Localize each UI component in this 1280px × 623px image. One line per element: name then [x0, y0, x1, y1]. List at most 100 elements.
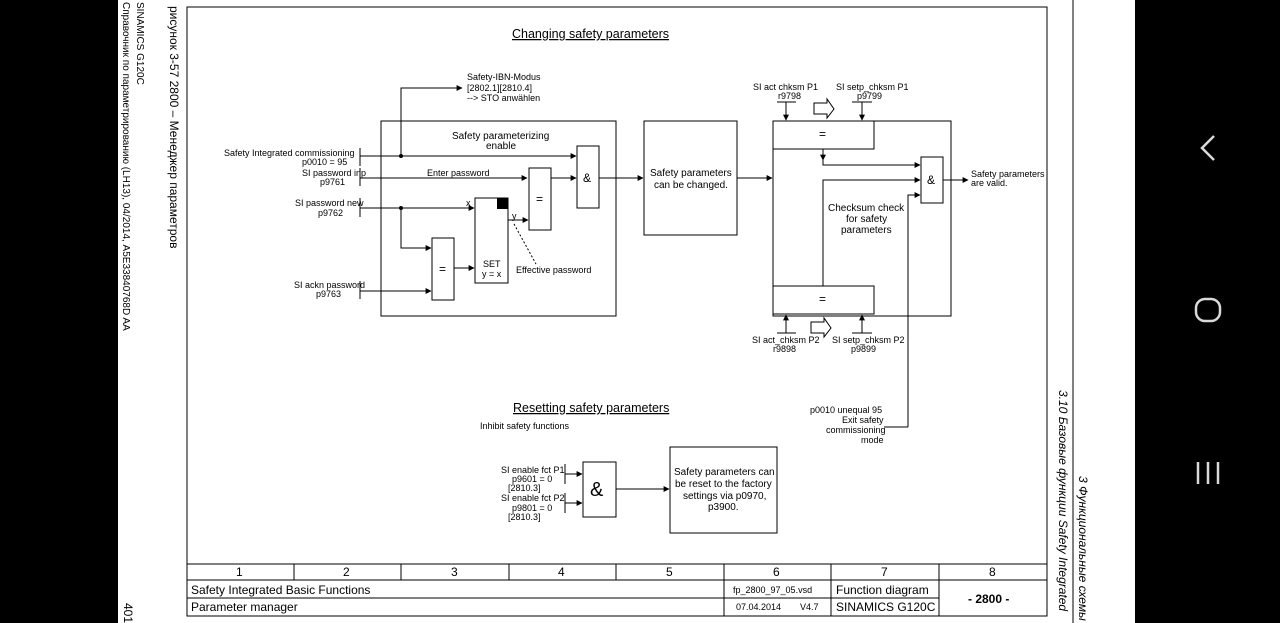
reset-line2: be reset to the factory — [675, 479, 772, 490]
exit-line1: p0010 unequal 95 — [810, 405, 882, 415]
eq-password: = — [536, 192, 543, 206]
parameterizing-enable-block — [380, 120, 617, 317]
checksum-line1: Checksum check — [828, 203, 905, 214]
ibn-line3: --> STO anwählen — [467, 93, 540, 103]
enable-line2: enable — [486, 141, 516, 152]
footer-col-2: 2 — [343, 565, 350, 579]
footer-file: fp_2800_97_05.vsd — [733, 585, 812, 595]
function-diagram: рисунок 3-57 2800 – Менеджер параметров … — [120, 0, 1090, 623]
footer-product: SINAMICS G120C — [836, 600, 936, 614]
enter-password: Enter password — [427, 168, 490, 178]
set-line2: y = x — [482, 269, 502, 279]
exit-line3: commissioning — [826, 425, 886, 435]
pwd-inp-line1: SI password inp — [302, 168, 366, 178]
ibn-line2: [2802.1][2810.4] — [467, 83, 532, 93]
footer-diagram-no: - 2800 - — [968, 592, 1009, 606]
exit-line2: Exit safety — [842, 415, 884, 425]
act-p2-line2: r9898 — [773, 344, 796, 354]
eq-p2: = — [819, 292, 826, 306]
chevron-left-icon — [1199, 135, 1215, 161]
fct-p2-line1: SI enable fct P2 — [501, 493, 565, 503]
manual-reference: Справочник по параметрированию (LH13), 0… — [120, 2, 131, 331]
valid-line2: are valid. — [971, 178, 1008, 188]
footer-fd-label: Function diagram — [836, 583, 929, 597]
act-p2-line1: SI act_chksm P2 — [752, 335, 820, 345]
footer: 1 2 3 4 5 6 7 8 Safety Integrated Basic … — [187, 563, 1047, 616]
act-p1-line2: r9798 — [778, 91, 801, 101]
product-margin: SINAMICS G120C — [134, 2, 145, 85]
footer-row2-left: Parameter manager — [191, 600, 298, 614]
footer-col-4: 4 — [558, 565, 565, 579]
title-changing: Changing safety parameters — [512, 27, 669, 41]
setp-p2-line2: p9899 — [851, 344, 876, 354]
pwd-new-line2: p9762 — [318, 208, 343, 218]
recent-apps-icon — [1196, 462, 1219, 484]
diagram-frame — [186, 6, 1048, 617]
reset-factory-block — [669, 446, 778, 534]
y-output-label: y — [512, 211, 517, 221]
commissioning-line1: Safety Integrated commissioning — [224, 148, 355, 158]
changeable-line2: can be changed. — [654, 180, 728, 191]
set-block — [474, 197, 509, 284]
page-number: 401 — [121, 603, 135, 623]
fct-p1-line1: SI enable fct P1 — [501, 465, 565, 475]
fct-p2-line3: [2810.3] — [508, 512, 541, 522]
and-gate-enable — [576, 145, 600, 209]
home-button[interactable] — [1135, 280, 1280, 340]
title-resetting: Resetting safety parameters — [513, 401, 669, 415]
x-input-label: x — [466, 198, 471, 208]
and-reset: & — [590, 479, 604, 501]
ackn-line2: p9763 — [316, 289, 341, 299]
reset-line4: p3900. — [708, 502, 739, 513]
checksum-line3: parameters — [841, 225, 892, 236]
footer-version: V4.7 — [800, 602, 819, 612]
inhibit-label: Inhibit safety functions — [480, 421, 570, 431]
and-valid: & — [927, 173, 935, 187]
setp-p2-line1: SI setp_chksm P2 — [832, 335, 905, 345]
section-heading: 3.10 Базовые функции Safety Integrated — [1056, 390, 1070, 611]
can-be-changed-block — [643, 120, 738, 236]
valid-line1: Safety parameters — [971, 169, 1045, 179]
reset-line3: settings via p0970, — [683, 491, 766, 502]
chapter-heading: 3 Функциональные схемы — [1076, 476, 1090, 621]
footer-col-7: 7 — [881, 565, 888, 579]
footer-row1-left: Safety Integrated Basic Functions — [191, 583, 370, 597]
footer-date: 07.04.2014 — [736, 602, 781, 612]
checksum-line2: for safety — [846, 214, 887, 225]
eq-ackn: = — [439, 262, 446, 276]
ackn-line1: SI ackn password — [294, 280, 365, 290]
pwd-new-line1: SI password new — [295, 198, 364, 208]
compare-password-block — [528, 167, 552, 231]
commissioning-line2: p0010 = 95 — [302, 157, 347, 167]
recent-apps-button[interactable] — [1135, 443, 1280, 503]
home-icon — [1194, 297, 1221, 323]
reset-line1: Safety parameters can — [674, 467, 775, 478]
fct-p1-line2: p9601 = 0 — [512, 474, 552, 484]
android-navigation-bar — [1135, 0, 1280, 623]
figure-caption: рисунок 3-57 2800 – Менеджер параметров — [167, 6, 181, 248]
changeable-line1: Safety parameters — [650, 168, 732, 179]
pwd-inp-line2: p9761 — [320, 177, 345, 187]
compare-ackn-block — [431, 237, 455, 301]
back-button[interactable] — [1135, 118, 1280, 178]
fct-p1-line3: [2810.3] — [508, 483, 541, 493]
act-p1-line1: SI act chksm P1 — [753, 82, 818, 92]
effective-password: Effective password — [516, 265, 591, 275]
footer-col-8: 8 — [989, 565, 996, 579]
footer-col-6: 6 — [773, 565, 780, 579]
set-line1: SET — [483, 259, 501, 269]
and-enable: & — [583, 171, 591, 185]
eq-p1: = — [819, 127, 826, 141]
footer-col-5: 5 — [666, 565, 673, 579]
enable-line1: Safety parameterizing — [452, 131, 549, 142]
footer-col-1: 1 — [236, 565, 243, 579]
and-gate-reset — [582, 461, 617, 518]
document-page[interactable]: рисунок 3-57 2800 – Менеджер параметров … — [118, 0, 1135, 623]
compare-p1-block — [772, 120, 875, 150]
setp-p1-line1: SI setp_chksm P1 — [836, 82, 909, 92]
footer-col-3: 3 — [451, 565, 458, 579]
setp-p1-line2: p9799 — [857, 91, 882, 101]
fct-p2-line2: p9801 = 0 — [512, 503, 552, 513]
ibn-line1: Safety-IBN-Modus — [467, 72, 541, 82]
